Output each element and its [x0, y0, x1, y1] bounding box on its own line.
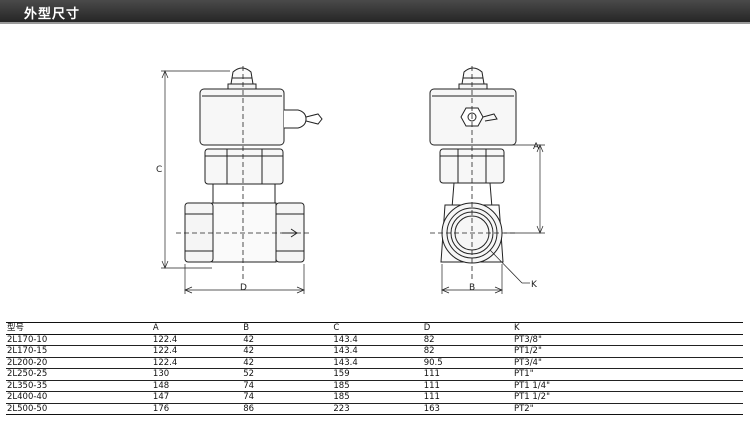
cell-k: PT1/2": [512, 345, 743, 358]
cell-model: 2L400-40: [6, 391, 152, 404]
cell-model: 2L170-10: [6, 334, 152, 346]
column-header-k: K: [512, 322, 743, 335]
cell-a: 176: [151, 403, 243, 415]
cell-model: 2L170-15: [6, 345, 152, 358]
column-header-a: A: [151, 322, 243, 335]
side-view: [429, 66, 545, 294]
table-row: 2L400-40 147 74 185 111 PT1 1/2": [6, 391, 743, 404]
cell-k: PT1 1/2": [512, 391, 743, 404]
dimension-spec-table: 型号 A B C D K 2L170-10 122.4 42 143.4 82 …: [6, 322, 743, 415]
valve-dimension-drawing: C D A B K: [156, 66, 545, 294]
cell-c: 223: [332, 403, 423, 415]
dimension-label-b: B: [469, 283, 475, 293]
cell-b: 74: [242, 391, 333, 404]
dimension-label-c: C: [156, 165, 162, 175]
column-header-d: D: [422, 322, 513, 335]
cell-c: 185: [332, 380, 423, 392]
cell-model: 2L200-20: [6, 357, 152, 369]
dimension-label-k: K: [531, 280, 538, 290]
cell-c: 159: [332, 368, 423, 381]
cell-a: 122.4: [151, 345, 243, 358]
cell-k: PT3/4": [512, 357, 743, 369]
cell-c: 143.4: [332, 357, 423, 369]
table-row: 2L170-10 122.4 42 143.4 82 PT3/8": [6, 334, 743, 346]
cell-k: PT2": [512, 403, 743, 415]
cell-model: 2L350-35: [6, 380, 152, 392]
table-row: 2L250-25 130 52 159 111 PT1": [6, 368, 743, 381]
cell-d: 90.5: [422, 357, 513, 369]
cell-a: 147: [151, 391, 243, 404]
cell-d: 82: [422, 334, 513, 346]
column-header-b: B: [242, 322, 333, 335]
cell-k: PT1": [512, 368, 743, 381]
dimension-label-d: D: [240, 283, 247, 293]
header-divider: [0, 22, 750, 24]
cell-b: 42: [242, 334, 333, 346]
cell-b: 86: [242, 403, 333, 415]
cell-b: 52: [242, 368, 333, 381]
cell-d: 111: [422, 391, 513, 404]
cell-model: 2L500-50: [6, 403, 152, 415]
front-view: [161, 66, 323, 294]
cell-a: 130: [151, 368, 243, 381]
cell-k: PT3/8": [512, 334, 743, 346]
cell-d: 82: [422, 345, 513, 358]
cell-a: 122.4: [151, 334, 243, 346]
table-row: 2L200-20 122.4 42 143.4 90.5 PT3/4": [6, 357, 743, 369]
cell-d: 163: [422, 403, 513, 415]
cell-b: 74: [242, 380, 333, 392]
cell-d: 111: [422, 368, 513, 381]
cell-c: 143.4: [332, 345, 423, 358]
column-header-model: 型号: [6, 322, 152, 335]
table-row: 2L350-35 148 74 185 111 PT1 1/4": [6, 380, 743, 392]
dimension-label-a: A: [533, 142, 540, 152]
table-row: 2L170-15 122.4 42 143.4 82 PT1/2": [6, 345, 743, 358]
cell-c: 143.4: [332, 334, 423, 346]
section-header-bar: 外型尺寸: [0, 0, 750, 22]
cell-b: 42: [242, 345, 333, 358]
cell-a: 122.4: [151, 357, 243, 369]
cell-c: 185: [332, 391, 423, 404]
cell-a: 148: [151, 380, 243, 392]
cell-b: 42: [242, 357, 333, 369]
cell-model: 2L250-25: [6, 368, 152, 381]
column-header-c: C: [332, 322, 423, 335]
section-title: 外型尺寸: [24, 7, 81, 22]
table-row: 2L500-50 176 86 223 163 PT2": [6, 403, 743, 415]
cell-k: PT1 1/4": [512, 380, 743, 392]
table-header-row: 型号 A B C D K: [6, 322, 743, 335]
cell-d: 111: [422, 380, 513, 392]
